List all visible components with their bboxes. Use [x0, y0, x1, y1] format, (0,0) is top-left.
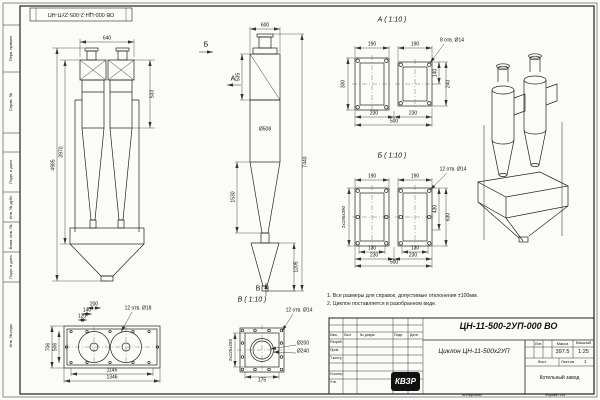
front-dim-label: Б [203, 41, 209, 49]
format-label: Формат А3 [544, 391, 566, 397]
side-dim-label: Ø508 [258, 126, 272, 133]
section-b-dim-label: 12 отв. Ø14 [439, 166, 467, 173]
scale-value: 1:25 [578, 349, 589, 355]
col-podp: Подп. [394, 332, 404, 337]
section-b-dim-label: Б ( 1:10 ) [377, 152, 407, 160]
section-b-dim-label: 190 [367, 173, 377, 180]
sheets-label: Листов [561, 359, 574, 364]
section-a-dim-label: 500 [389, 118, 399, 125]
section-a-dim-label: 230 [369, 110, 379, 117]
copied-label: Копировал [461, 391, 483, 397]
col-data: Дата [410, 332, 418, 337]
section-b-dim-label: 500 [389, 259, 399, 266]
sheets-value: 1 [584, 358, 587, 364]
plan-dim-label: 1346 [106, 374, 118, 381]
product-name: Циклон ЦН-11-500х2УП [438, 348, 510, 355]
section-v-dim-label: 2х125х250 [227, 338, 233, 362]
plan-dim-label: 1146 [106, 367, 118, 374]
col-izm: Изм. [330, 332, 338, 337]
section-b-dim-label: 630 [445, 212, 452, 222]
section-a-dim-label: 190 [367, 41, 377, 48]
note-line-1: 1. Все размеры для справок, допустимые о… [327, 293, 478, 299]
doc-number: ЦН-11-500-2УП-000 ВО [459, 321, 558, 331]
factory-logo: КВЗР [391, 372, 420, 391]
title-block-grid [328, 317, 595, 395]
section-v-dim-label: 12 отв. Ø14 [285, 307, 313, 314]
section-a-dim-label: 190 [410, 41, 420, 48]
top-stamp-code: ОВ 000-ЦН-2-005-2УП-НП [47, 11, 115, 18]
margin-dim-label: Подп. и дата [8, 160, 13, 184]
section-a-dim-label: А ( 1:10 ) [377, 16, 407, 24]
section-v-view [233, 313, 297, 379]
row-razrab: Разраб. [330, 340, 343, 344]
section-a-dim-label: 240 [445, 79, 452, 89]
section-b-dim-label: 230 [408, 252, 418, 259]
plan-view [50, 306, 161, 383]
front-dim-label: 4985 [50, 159, 57, 171]
row-utv: Утв. [330, 380, 337, 384]
section-v-dim-label: В ( 1:10 ) [237, 296, 267, 304]
margin-dim-label: Перв. примен. [8, 34, 13, 62]
side-view [235, 27, 304, 296]
plan-dim-label: 120 [77, 313, 87, 320]
mass-value: 397.5 [555, 349, 570, 355]
section-b-dim-label: 2х195х390 [340, 205, 346, 229]
section-b-dim-label: 230 [369, 252, 379, 259]
section-b-dim-label: 430 [432, 204, 439, 214]
section-a-dim-label: 230 [408, 110, 418, 117]
plan-dim-label: 140 [82, 307, 92, 314]
row-nkontr: Н.контр. [330, 372, 344, 376]
row-prov: Пров. [330, 348, 340, 352]
section-a-view [346, 43, 448, 127]
col-dokum: № докум. [360, 332, 376, 337]
side-dim-label: 7440 [302, 156, 309, 168]
section-b-dim-label: 130 [367, 245, 377, 252]
margin-dim-label: Инв. № подл. [8, 322, 13, 348]
side-dim-label: 1530 [230, 191, 237, 203]
plan-dim-label: 706 [45, 342, 52, 352]
front-dim-label: А [230, 75, 236, 83]
section-v-dim-label: Ø200 [296, 340, 310, 347]
row-tkontr: Т.контр. [330, 356, 343, 360]
margin-dim-label: Инв. № дубл. [8, 194, 13, 220]
section-a-dim-label: 8 отв. Ø14 [439, 37, 465, 44]
section-b-dim-label: 190 [410, 173, 420, 180]
margin-dim-label: Подп. и дата [8, 255, 13, 279]
plan-dim-label: 12 отв. Ø18 [124, 305, 152, 312]
sheet-label: Лист [537, 359, 547, 364]
front-dim-label: 3970 [58, 146, 65, 158]
section-b-view [347, 172, 448, 268]
mass-label: Масса [556, 340, 569, 346]
plan-dim-label: 506 [52, 342, 59, 352]
front-view [52, 39, 241, 282]
side-dim-label: 535 [235, 72, 242, 82]
scale-label: Масштаб [575, 340, 592, 345]
plan-dim-label: 200 [89, 301, 99, 308]
margin-dim-label: Взам. инв. № [8, 224, 13, 250]
col-list: Лист [344, 332, 352, 337]
note-line-2: 2. Циклон поставляется в разобранном вид… [327, 301, 437, 307]
section-v-dim-label: Ø240 [296, 348, 310, 355]
margin-dim-label: Справ. № [8, 92, 13, 112]
section-v-dim-label: 175 [257, 377, 267, 384]
side-dim-label: 1205 [293, 261, 300, 273]
lit-label: Лит. [534, 340, 543, 346]
side-dim-label: В [255, 285, 261, 293]
section-a-dim-label: 140 [432, 68, 439, 78]
side-dim-label: 600 [260, 22, 270, 29]
section-a-dim-label: 300 [340, 79, 347, 89]
section-b-dim-label: 130 [410, 245, 420, 252]
isometric-view [476, 53, 570, 243]
org-name: Котельный завод [539, 375, 580, 381]
front-dim-label: 640 [102, 35, 112, 42]
front-dim-label: 533 [149, 89, 156, 99]
